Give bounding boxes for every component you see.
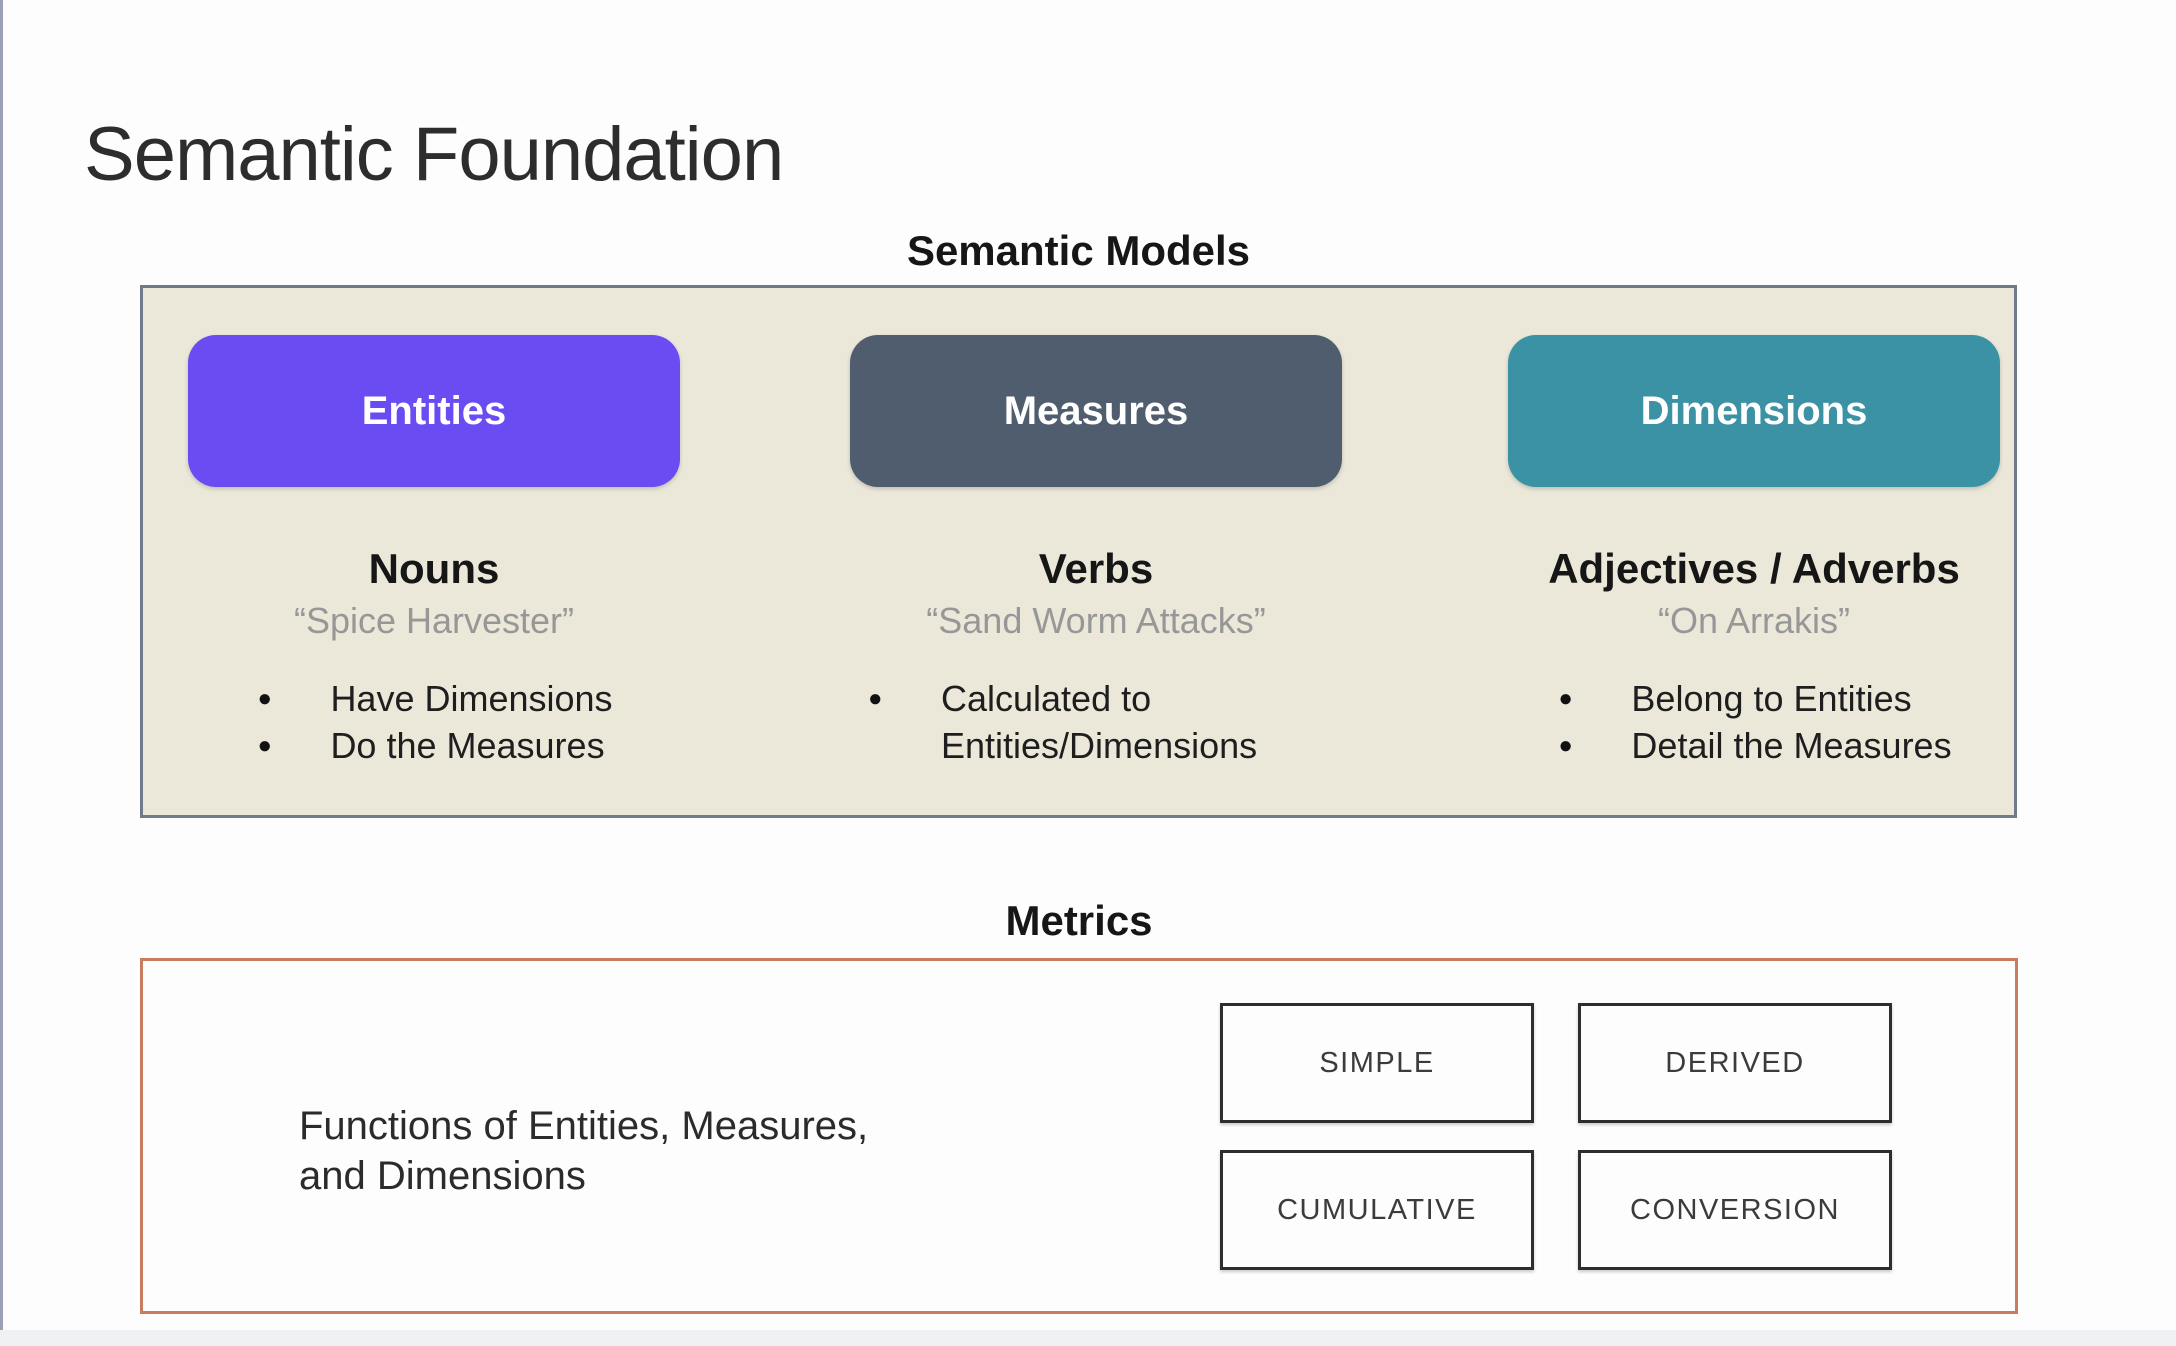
dimensions-example-quote: “On Arrakis”	[1657, 600, 1851, 641]
semantic-models-panel: Entities Nouns “Spice Harvester” Have Di…	[140, 285, 2017, 818]
bullet-item: Detail the Measures	[1556, 722, 1951, 769]
entities-role-heading: Nouns	[368, 545, 500, 592]
dimensions-role-heading: Adjectives / Adverbs	[1548, 545, 1960, 592]
slide-bottom-margin	[0, 1330, 2176, 1346]
metrics-caption-line1: Functions of Entities, Measures,	[299, 1104, 869, 1148]
metrics-caption-line2: and Dimensions	[299, 1154, 586, 1198]
measures-pill: Measures	[850, 335, 1342, 487]
metric-type-cumulative: CUMULATIVE	[1220, 1150, 1534, 1270]
metrics-panel: Functions of Entities, Measures, and Dim…	[140, 958, 2018, 1314]
dimensions-bullet-list: Belong to Entities Detail the Measures	[1556, 675, 1951, 769]
column-dimensions: Dimensions Adjectives / Adverbs “On Arra…	[1508, 288, 2000, 815]
metric-type-simple: SIMPLE	[1220, 1003, 1534, 1123]
metric-type-conversion: CONVERSION	[1578, 1150, 1892, 1270]
entities-example-quote: “Spice Harvester”	[293, 600, 575, 641]
semantic-models-heading: Semantic Models	[906, 227, 1251, 274]
bullet-item: Belong to Entities	[1556, 675, 1951, 722]
column-measures: Measures Verbs “Sand Worm Attacks” Calcu…	[850, 288, 1342, 815]
column-entities: Entities Nouns “Spice Harvester” Have Di…	[188, 288, 680, 815]
dimensions-pill: Dimensions	[1508, 335, 2000, 487]
measures-bullet-list: Calculated to Entities/Dimensions	[866, 675, 1326, 769]
entities-bullet-list: Have Dimensions Do the Measures	[255, 675, 612, 769]
bullet-item: Do the Measures	[255, 722, 612, 769]
bullet-item: Calculated to Entities/Dimensions	[866, 675, 1326, 769]
entities-pill: Entities	[188, 335, 680, 487]
measures-role-heading: Verbs	[1038, 545, 1154, 592]
metric-type-derived: DERIVED	[1578, 1003, 1892, 1123]
metrics-heading: Metrics	[1005, 897, 1153, 944]
window-left-edge	[0, 0, 3, 1346]
measures-example-quote: “Sand Worm Attacks”	[926, 600, 1266, 641]
slide-title: Semantic Foundation	[84, 111, 784, 197]
bullet-item: Have Dimensions	[255, 675, 612, 722]
metrics-caption: Functions of Entities, Measures, and Dim…	[299, 1101, 868, 1201]
